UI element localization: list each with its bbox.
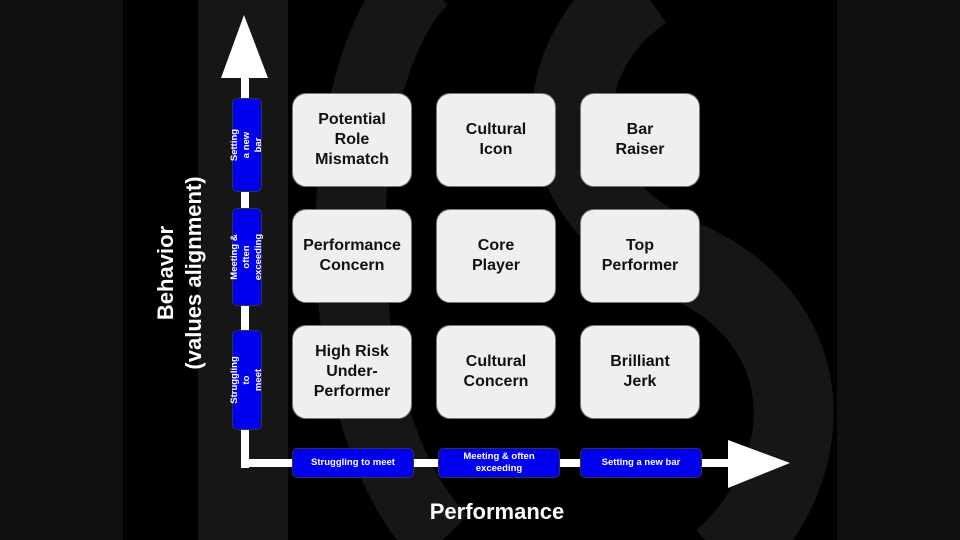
x-level-struggling: Struggling to meet [292,448,414,478]
y-axis-title-line1: Behavior [153,225,178,321]
y-level-meeting: Meeting & often exceeding [229,208,264,306]
y-axis-arrowhead [221,15,268,78]
cell-cultural-concern: Cultural Concern [436,325,556,419]
x-level-meeting: Meeting & often exceeding [438,448,560,478]
y-level-label: Struggling to meet [229,356,264,404]
x-level-setting-new-bar: Setting a new bar [580,448,702,478]
cell-core-player: Core Player [436,209,556,303]
y-level-label: Setting a new bar [229,128,265,162]
y-axis-title-line2: (values alignment) [181,176,206,370]
x-axis-title: Performance [429,499,565,524]
y-level-label: Meeting & often exceeding [229,233,264,281]
cell-potential-role-mismatch: Potential Role Mismatch [292,93,412,187]
cell-bar-raiser: Bar Raiser [580,93,700,187]
y-level-struggling: Struggling to meet [229,330,264,430]
cell-high-risk-under-performer: High Risk Under- Performer [292,325,412,419]
cell-cultural-icon: Cultural Icon [436,93,556,187]
y-axis-title: Behavior (values alignment) [152,123,208,423]
cell-performance-concern: Performance Concern [292,209,412,303]
y-level-setting-new-bar: Setting a new bar [229,98,265,192]
cell-brilliant-jerk: Brilliant Jerk [580,325,700,419]
x-axis-arrowhead [728,440,790,488]
cell-top-performer: Top Performer [580,209,700,303]
